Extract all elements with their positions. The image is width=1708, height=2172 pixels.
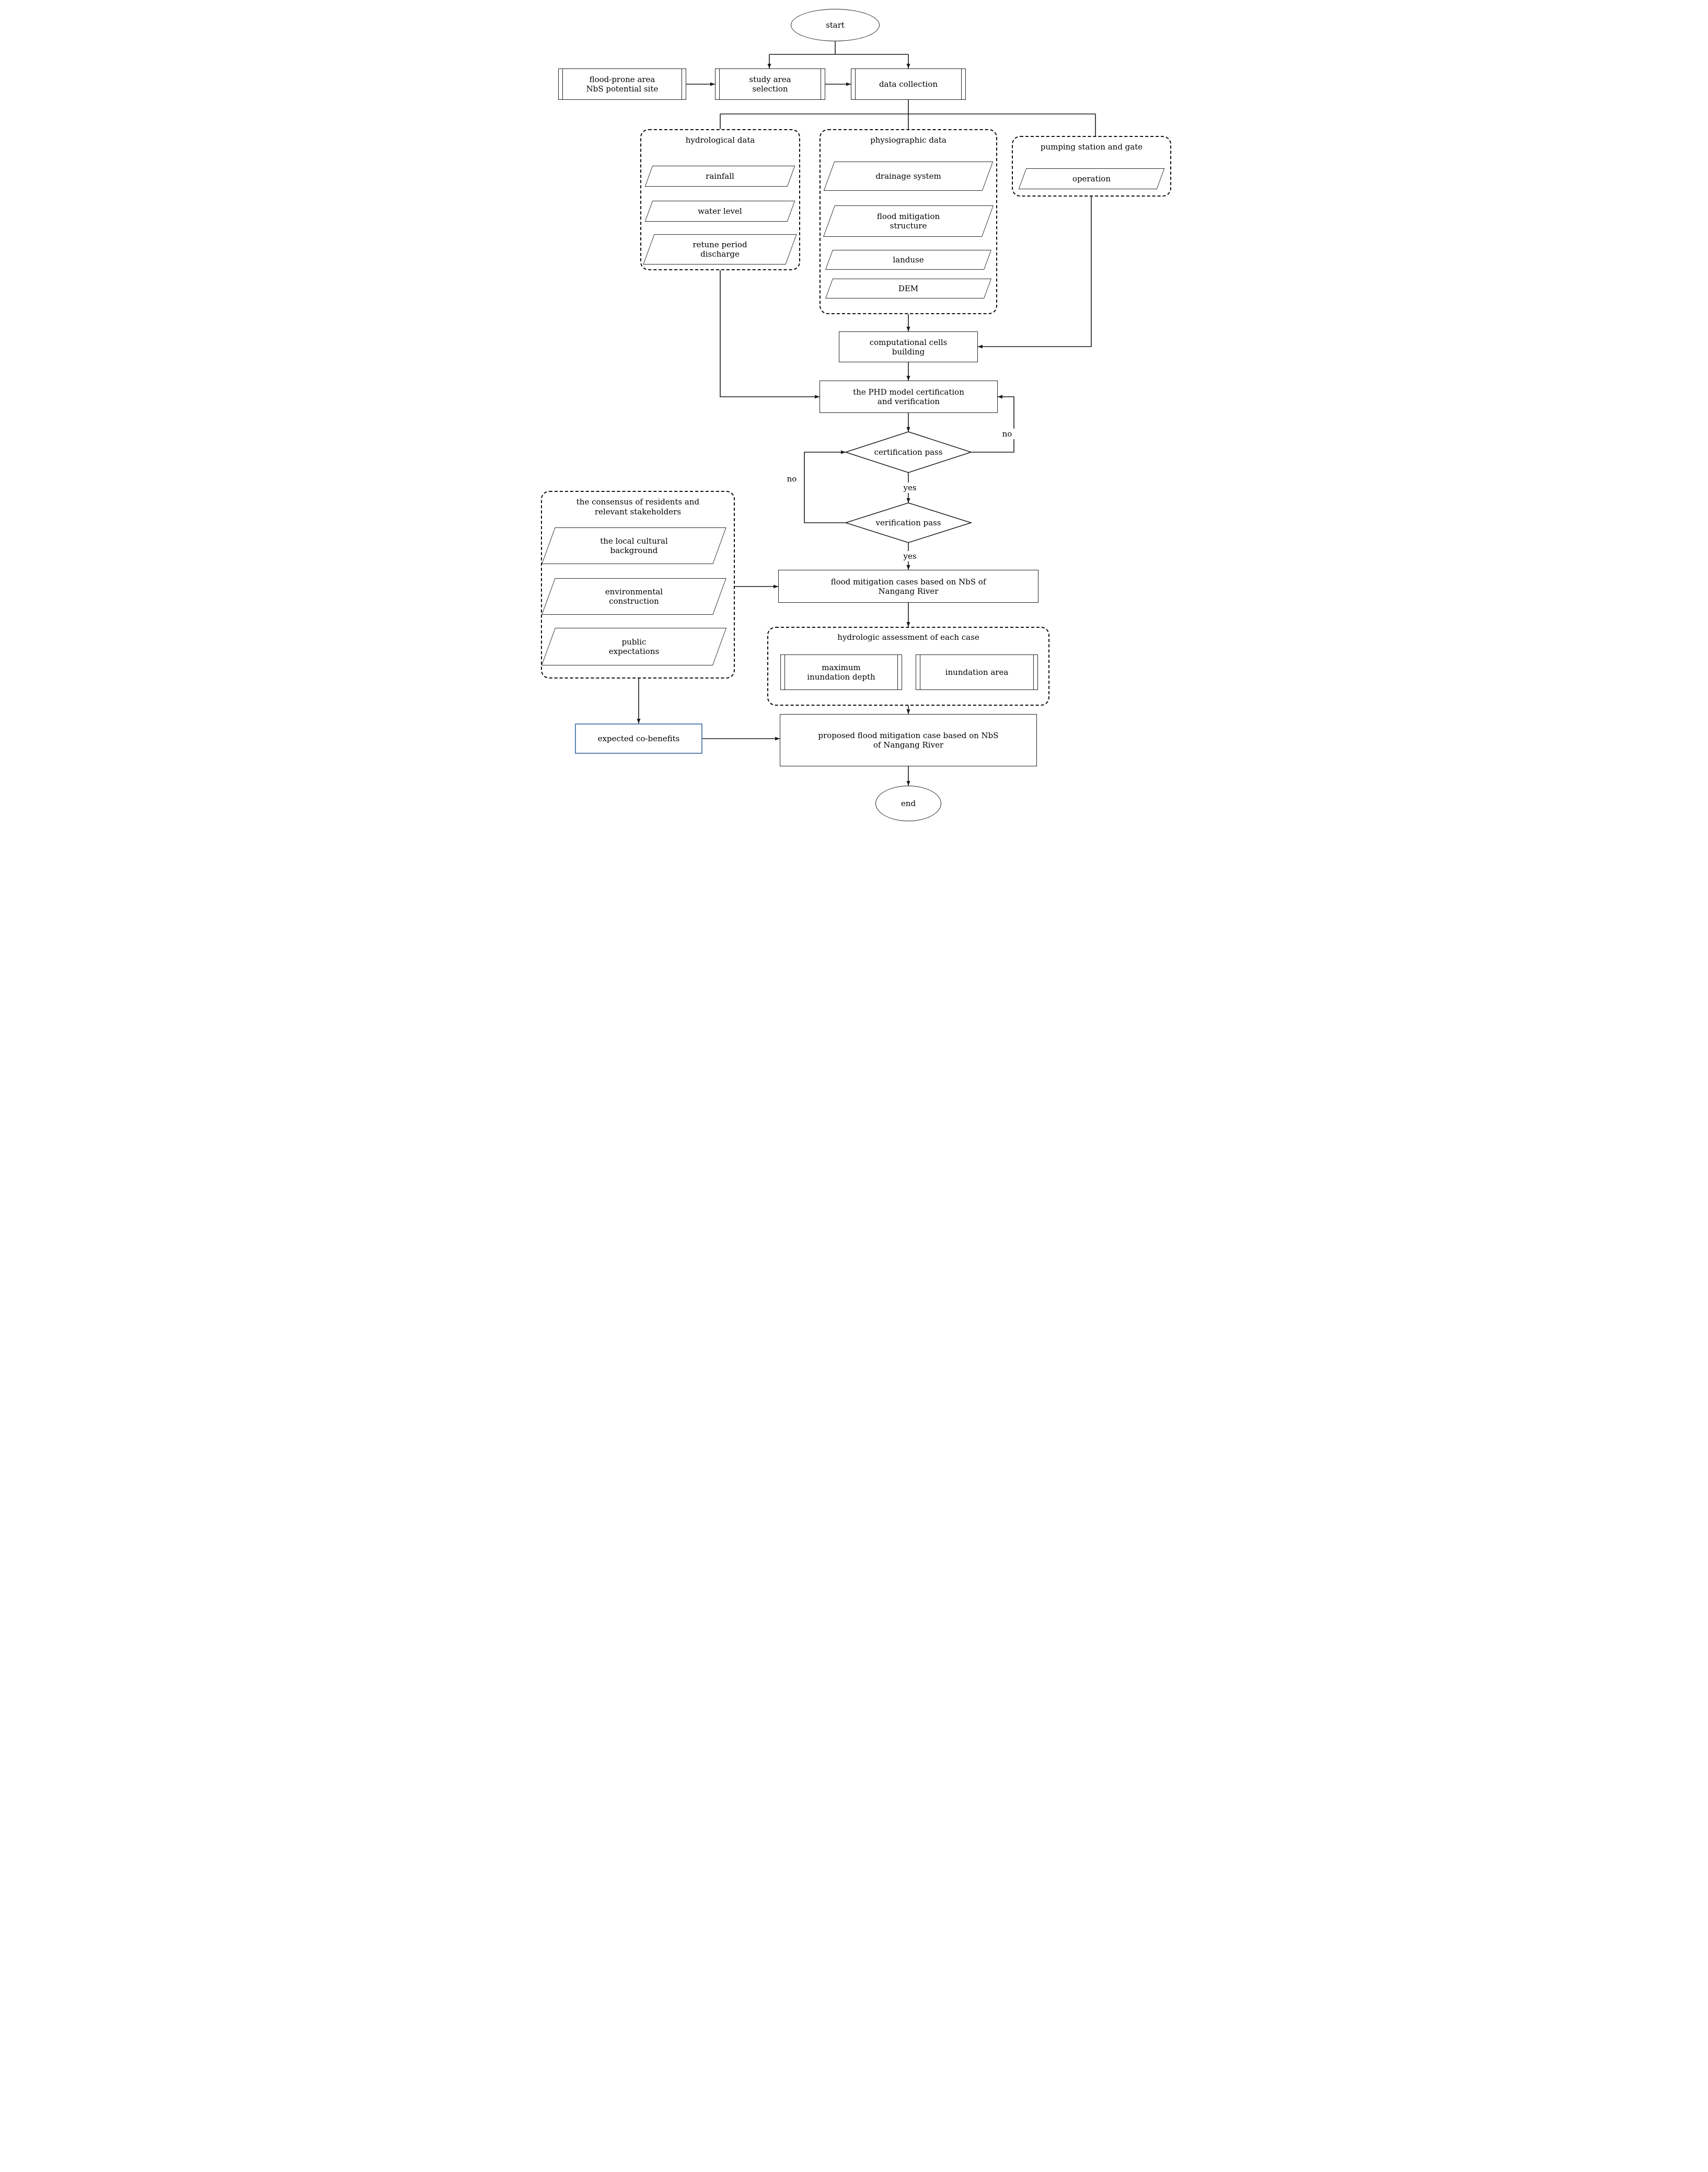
flowchart-connectors xyxy=(637,41,1096,786)
dem-label: DEM xyxy=(898,284,919,293)
expected-cobenefits-box: expected co-benefits xyxy=(575,723,702,754)
certification-pass-label: certification pass xyxy=(874,447,943,457)
operation-parallelogram: operation xyxy=(1018,168,1165,189)
study-area-selection-box: study area selection xyxy=(715,68,825,100)
flood-prone-area-box: flood-prone area NbS potential site xyxy=(558,68,686,100)
flowchart: start end flood-prone area NbS potential… xyxy=(530,0,1178,824)
consensus-title: the consensus of residents and relevant … xyxy=(576,497,700,516)
certification-pass-diamond xyxy=(844,431,973,473)
public-expectations-label: public expectations xyxy=(608,637,660,656)
local-cultural-background-parallelogram: the local cultural background xyxy=(541,527,726,564)
flood-mitigation-cases-box: flood mitigation cases based on NbS of N… xyxy=(778,570,1038,603)
public-expectations-parallelogram: public expectations xyxy=(541,628,727,665)
pumping-station-title: pumping station and gate xyxy=(1040,142,1143,152)
dem-parallelogram: DEM xyxy=(825,279,991,298)
verification-pass-diamond xyxy=(844,502,973,543)
edge-pumping-to-cells xyxy=(978,197,1092,349)
rainfall-parallelogram: rainfall xyxy=(644,166,795,187)
verification-yes-label: yes xyxy=(898,551,922,561)
physiographic-data-title: physiographic data xyxy=(870,135,947,145)
rainfall-label: rainfall xyxy=(706,171,734,181)
edge-hydro-to-phd xyxy=(720,270,820,399)
hydrological-data-container: hydrological data xyxy=(640,129,800,270)
environmental-construction-parallelogram: environmental construction xyxy=(541,578,726,615)
physiographic-data-container: physiographic data xyxy=(820,129,997,314)
assessment-title: hydrologic assessment of each case xyxy=(837,633,979,642)
environmental-construction-label: environmental construction xyxy=(605,587,663,606)
water-level-parallelogram: water level xyxy=(644,201,795,222)
return-period-discharge-label: retune period discharge xyxy=(693,240,747,259)
computational-cells-box: computational cells building xyxy=(839,331,978,362)
verification-no-label: no xyxy=(780,474,804,484)
operation-label: operation xyxy=(1072,174,1111,183)
edge-trunk-lines xyxy=(720,41,1096,136)
drainage-system-parallelogram: drainage system xyxy=(823,162,994,191)
edge-verification-no-loop xyxy=(804,450,846,523)
drainage-system-label: drainage system xyxy=(875,171,941,181)
inundation-area-box: inundation area xyxy=(916,654,1038,690)
assessment-container: hydrologic assessment of each case xyxy=(767,627,1049,706)
start-terminator: start xyxy=(791,9,880,41)
verification-pass-label: verification pass xyxy=(875,518,941,527)
maximum-inundation-depth-box: maximum inundation depth xyxy=(780,654,902,690)
local-cultural-background-label: the local cultural background xyxy=(600,536,668,555)
flood-mitigation-structure-parallelogram: flood mitigation structure xyxy=(823,205,994,237)
consensus-container: the consensus of residents and relevant … xyxy=(541,491,735,679)
data-collection-box: data collection xyxy=(851,68,966,100)
phd-model-box: the PHD model certification and verifica… xyxy=(820,381,998,413)
water-level-label: water level xyxy=(698,206,742,216)
certification-no-label: no xyxy=(995,429,1019,439)
end-terminator: end xyxy=(875,786,941,821)
landuse-parallelogram: landuse xyxy=(825,250,991,270)
landuse-label: landuse xyxy=(893,255,924,265)
hydrological-data-title: hydrological data xyxy=(685,135,755,145)
certification-yes-label: yes xyxy=(898,482,922,493)
edge-certification-no-loop xyxy=(971,395,1014,453)
flood-mitigation-structure-label: flood mitigation structure xyxy=(876,212,940,231)
pumping-station-container: pumping station and gate xyxy=(1012,136,1171,197)
return-period-discharge-parallelogram: retune period discharge xyxy=(643,234,797,265)
proposed-case-box: proposed flood mitigation case based on … xyxy=(780,714,1037,766)
